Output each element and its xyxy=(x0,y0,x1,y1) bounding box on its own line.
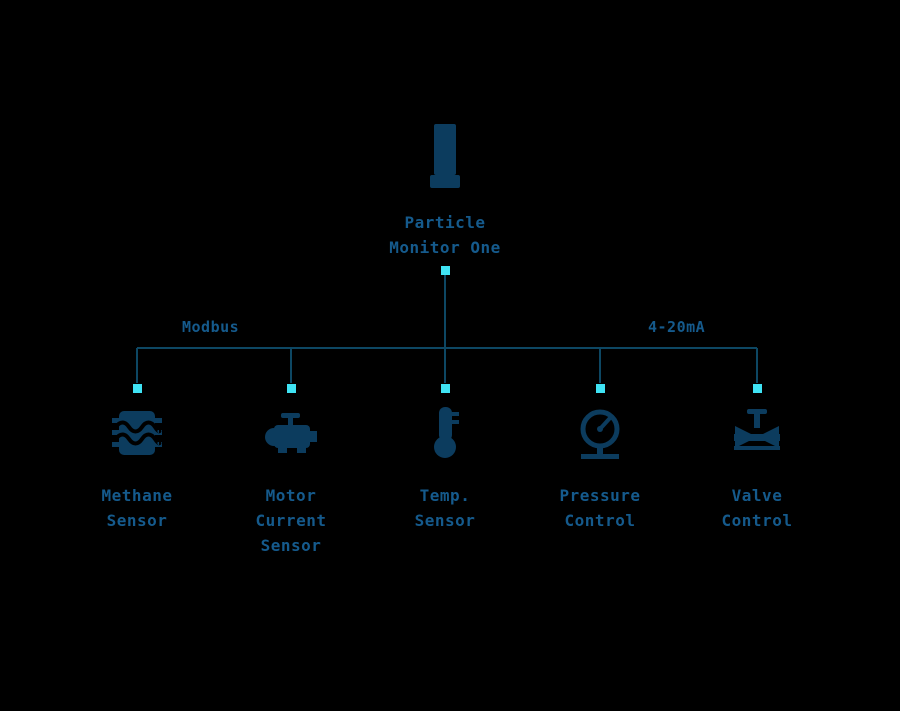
node-connector xyxy=(286,384,296,393)
node-valve-control: Valve Control xyxy=(672,348,842,533)
valve-control-icon xyxy=(727,403,787,467)
root-drop-line xyxy=(444,275,446,352)
node-label: Pressure Control xyxy=(559,486,641,530)
node-label: Valve Control xyxy=(721,486,793,530)
root-node: Particle Monitor One xyxy=(360,122,530,352)
particle-monitor-icon xyxy=(421,122,469,202)
drop-line xyxy=(756,348,758,383)
node-label: Temp. Sensor xyxy=(414,486,476,530)
node-connector xyxy=(752,384,762,393)
node-connector xyxy=(132,384,142,393)
node-temp-sensor: Temp. Sensor xyxy=(360,348,530,533)
node-motor-current-sensor: Motor Current Sensor xyxy=(206,348,376,558)
node-connector xyxy=(440,384,450,393)
node-label: Motor Current Sensor xyxy=(255,486,327,555)
temp-sensor-icon xyxy=(415,403,475,467)
node-label: Methane Sensor xyxy=(101,486,173,530)
node-methane-sensor: Methane Sensor xyxy=(52,348,222,533)
bus-label-modbus: Modbus xyxy=(182,318,240,336)
drop-line xyxy=(444,348,446,383)
node-pressure-control: Pressure Control xyxy=(515,348,685,533)
drop-line xyxy=(599,348,601,383)
root-connector xyxy=(440,266,450,275)
methane-sensor-icon xyxy=(107,403,167,467)
motor-current-sensor-icon xyxy=(261,403,321,467)
drop-line xyxy=(136,348,138,383)
pressure-control-icon xyxy=(570,403,630,467)
node-connector xyxy=(595,384,605,393)
root-label: Particle Monitor One xyxy=(389,213,501,257)
drop-line xyxy=(290,348,292,383)
bus-line xyxy=(137,347,757,349)
bus-label-4-20ma: 4-20mA xyxy=(648,318,706,336)
